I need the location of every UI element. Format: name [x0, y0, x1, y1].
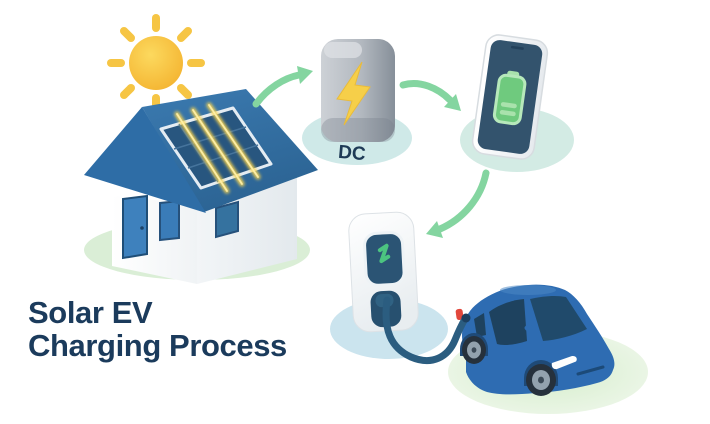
house-window-right: [215, 200, 239, 239]
title-line-2: Charging Process: [28, 327, 287, 363]
dc-inverter-icon: DC: [302, 39, 412, 165]
car-windshield: [530, 295, 587, 341]
arrow-inverter-to-phone: [399, 80, 461, 111]
car-roof-sheen: [500, 285, 556, 295]
house-door: [122, 194, 148, 260]
lightning-bolt-icon: [336, 61, 371, 126]
solar-house-icon: [84, 89, 318, 284]
car-headlight: [551, 355, 577, 370]
car-grille-shadow: [576, 365, 605, 376]
charge-port-connector: [461, 313, 471, 323]
door-knob: [140, 226, 144, 230]
arrow-head-icon: [444, 94, 461, 111]
charging-cable: [382, 296, 471, 365]
car-rear-quarter-window: [474, 313, 486, 337]
car-mirror: [524, 324, 534, 332]
electric-car-icon: [448, 284, 648, 414]
title-line-1: Solar EV: [28, 295, 153, 330]
house-window-front: [159, 199, 180, 242]
car-side-window: [489, 299, 527, 345]
car-front-wheel: [524, 360, 558, 396]
car-rear-wheel: [460, 333, 488, 364]
roof-gable: [84, 107, 206, 213]
charge-zigzag-icon: [377, 243, 391, 264]
arrow-house-to-inverter: [252, 66, 313, 108]
battery-icon: [492, 70, 527, 126]
arrow-phone-to-charger: [426, 169, 490, 238]
sun-icon: [107, 14, 205, 112]
phone-battery-monitor-icon: [460, 34, 574, 172]
solar-panel-icon: [159, 102, 273, 194]
arrow-head-icon: [426, 221, 443, 238]
arrow-head-icon: [297, 66, 313, 84]
car-taillight: [455, 308, 464, 321]
dc-label: DC: [337, 142, 366, 165]
page-title: Solar EV Charging Process: [28, 295, 287, 363]
sunlight-stripes: [174, 102, 261, 194]
